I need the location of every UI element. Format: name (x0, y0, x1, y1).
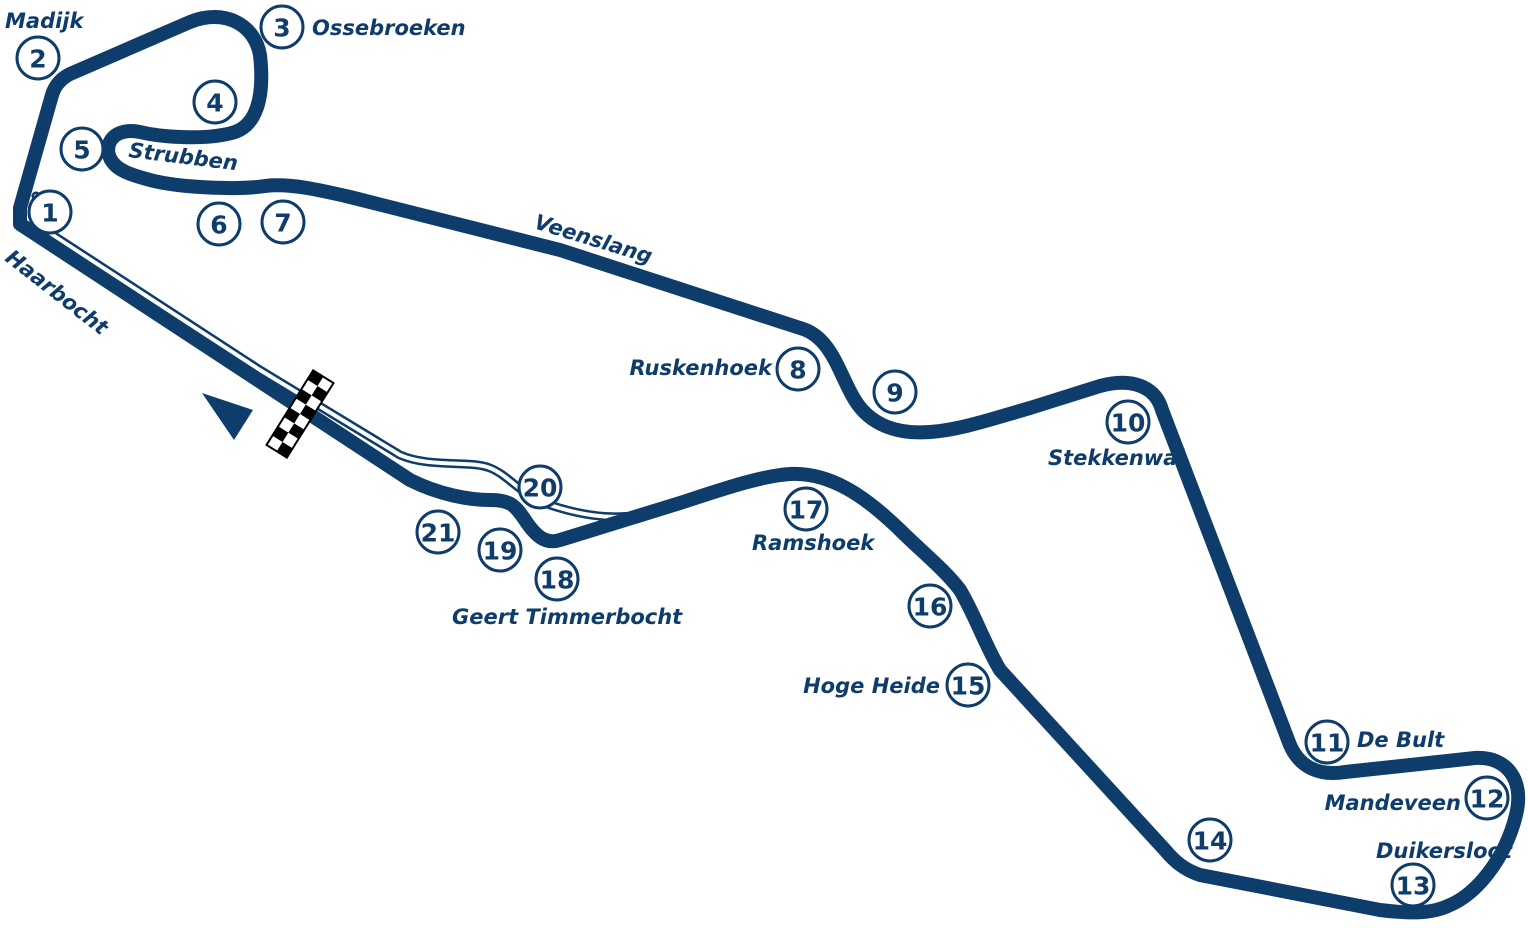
corner-number: 2 (29, 45, 46, 74)
corner-number: 17 (789, 496, 824, 525)
corner-name-label: Strubben (127, 138, 239, 175)
checker-cell (307, 370, 324, 387)
direction-arrow-icon (202, 393, 253, 440)
checker-cell (283, 407, 300, 424)
corner-name-label: Geert Timmerbocht (452, 605, 683, 629)
corner-marker-2: 2 (15, 35, 61, 81)
start-finish-line (265, 368, 335, 460)
corner-marker-circle (196, 201, 242, 247)
checker-cell (276, 441, 293, 458)
corner-number: 9 (886, 379, 903, 408)
track-outline (13, 10, 1526, 920)
corner-marker-circle (59, 126, 105, 172)
corner-number: 7 (274, 209, 291, 238)
corner-number: 20 (523, 474, 558, 503)
corner-marker-13: 13 (1390, 862, 1436, 908)
checker-cell (272, 426, 289, 442)
corner-marker-14: 14 (1187, 817, 1233, 863)
corner-marker-15: 15 (945, 662, 991, 708)
corner-number: 10 (1111, 409, 1146, 438)
corner-marker-19: 19 (477, 527, 523, 573)
corner-marker-12: 12 (1464, 775, 1510, 821)
corner-marker-circle (259, 4, 305, 50)
corner-marker-circle (872, 369, 918, 415)
corner-number: 21 (421, 519, 456, 548)
corner-marker-circle (945, 662, 991, 708)
corner-marker-circle (15, 35, 61, 81)
corner-marker-8: 8 (775, 346, 821, 392)
corner-marker-1: 1 (27, 189, 73, 235)
corner-number: 11 (1310, 729, 1345, 758)
corner-number: 6 (210, 211, 227, 240)
corner-marker-circle (477, 527, 523, 573)
corner-number: 16 (913, 593, 948, 622)
corner-name-label: Hoge Heide (803, 674, 940, 698)
corner-marker-circle (1390, 862, 1436, 908)
corner-marker-circle (260, 199, 306, 245)
corner-marker-3: 3 (259, 4, 305, 50)
pit-lane (31, 191, 645, 522)
corner-number: 8 (789, 356, 806, 385)
corner-name-label: Mandeveen (1325, 791, 1461, 815)
corner-marker-5: 5 (59, 126, 105, 172)
corner-number: 4 (206, 89, 223, 118)
corner-marker-9: 9 (872, 369, 918, 415)
corner-marker-7: 7 (260, 199, 306, 245)
corner-number: 18 (540, 566, 575, 595)
corner-name-label: Stekkenwal (1048, 446, 1185, 470)
corner-marker-4: 4 (192, 79, 238, 125)
corner-number: 13 (1396, 872, 1431, 901)
corner-name-label: De Bult (1357, 728, 1445, 752)
corner-marker-circle (775, 346, 821, 392)
corner-marker-11: 11 (1304, 719, 1350, 765)
corner-number: 12 (1470, 785, 1505, 814)
corner-number: 5 (73, 136, 90, 165)
checker-cell (300, 404, 317, 421)
corner-name-label: Ramshoek (752, 531, 876, 555)
corner-marker-circle (907, 583, 953, 629)
checker-cell (295, 388, 312, 405)
corner-marker-circle (517, 464, 563, 510)
corner-marker-circle (27, 189, 73, 235)
corner-marker-10: 10 (1105, 399, 1151, 445)
corner-marker-circle (1105, 399, 1151, 445)
corner-name-label: Ossebroeken (312, 16, 466, 40)
corner-marker-circle (1304, 719, 1350, 765)
corner-number: 1 (41, 199, 58, 228)
corner-marker-18: 18 (534, 556, 580, 602)
corner-number: 15 (951, 672, 986, 701)
corner-marker-16: 16 (907, 583, 953, 629)
corner-marker-circle (783, 486, 829, 532)
corner-marker-circle (192, 79, 238, 125)
corner-name-label: Duikersloot (1376, 839, 1513, 863)
corner-marker-21: 21 (415, 509, 461, 555)
corner-marker-circle (534, 556, 580, 602)
corner-marker-circle (1464, 775, 1510, 821)
corner-number: 19 (483, 537, 518, 566)
corner-marker-20: 20 (517, 464, 563, 510)
corner-number: 14 (1193, 827, 1228, 856)
corner-name-label: Ruskenhoek (630, 356, 775, 380)
corner-marker-circle (1187, 817, 1233, 863)
corner-marker-6: 6 (196, 201, 242, 247)
corner-marker-17: 17 (783, 486, 829, 532)
corner-name-label: Madijk (5, 9, 85, 33)
corner-marker-circle (415, 509, 461, 555)
checker-cell (311, 386, 328, 402)
corner-number: 3 (273, 14, 290, 43)
checker-cell (288, 423, 305, 440)
